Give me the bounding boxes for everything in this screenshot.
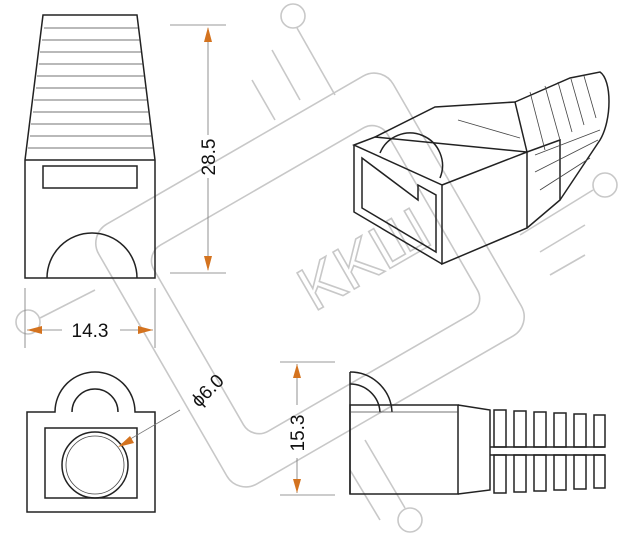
isometric-view (352, 71, 610, 266)
dimension-length-label: 28.5 (199, 139, 220, 176)
watermark-text: KKШ (287, 195, 442, 325)
dimension-height: 15.3 (280, 361, 335, 496)
dimension-diameter-label: ϕ6.0 (188, 371, 229, 412)
dimension-width-label: 14.3 (72, 321, 109, 342)
watermark: KKШ (15, 3, 618, 533)
dimension-length: 28.5 (170, 24, 226, 274)
dimension-height-label: 15.3 (288, 415, 309, 452)
side-view (349, 371, 606, 495)
dimension-width: 14.3 (24, 288, 156, 348)
rear-view: ϕ6.0 (26, 371, 229, 513)
front-view (24, 14, 156, 279)
